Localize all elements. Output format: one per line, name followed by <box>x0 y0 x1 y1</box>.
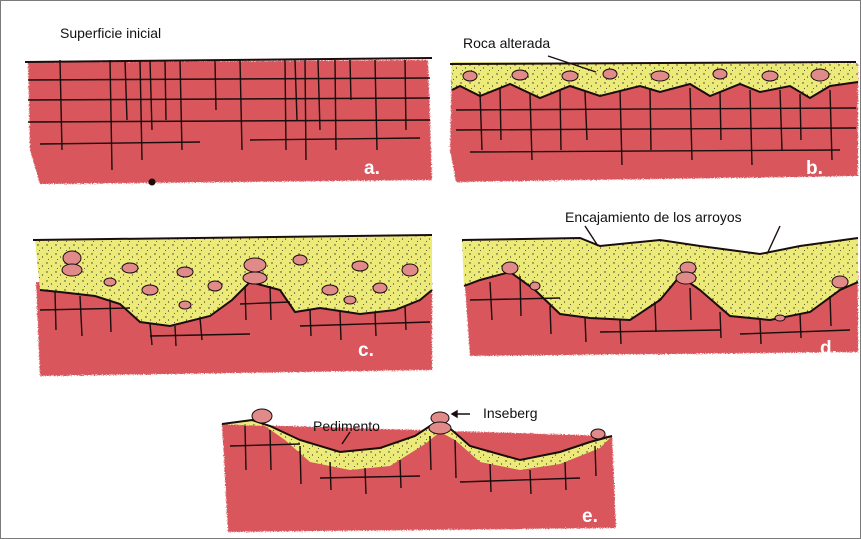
label-inseberg: Inseberg <box>483 405 537 421</box>
panel-label-d: d. <box>820 338 837 360</box>
panel-d <box>462 226 858 356</box>
panel-a-dot <box>149 179 156 186</box>
panel-label-e: e. <box>582 506 598 528</box>
panel-b <box>450 62 858 182</box>
label-pedimento: Pedimento <box>313 418 380 434</box>
panel-label-c: c. <box>358 340 374 362</box>
panel-label-b: b. <box>806 158 823 180</box>
panel-e <box>222 409 616 532</box>
label-encajamiento: Encajamiento de los arroyos <box>565 209 742 225</box>
label-roca-alterada: Roca alterada <box>463 35 550 51</box>
panel-label-a: a. <box>364 158 380 180</box>
label-superficie-inicial: Superficie inicial <box>60 25 161 41</box>
